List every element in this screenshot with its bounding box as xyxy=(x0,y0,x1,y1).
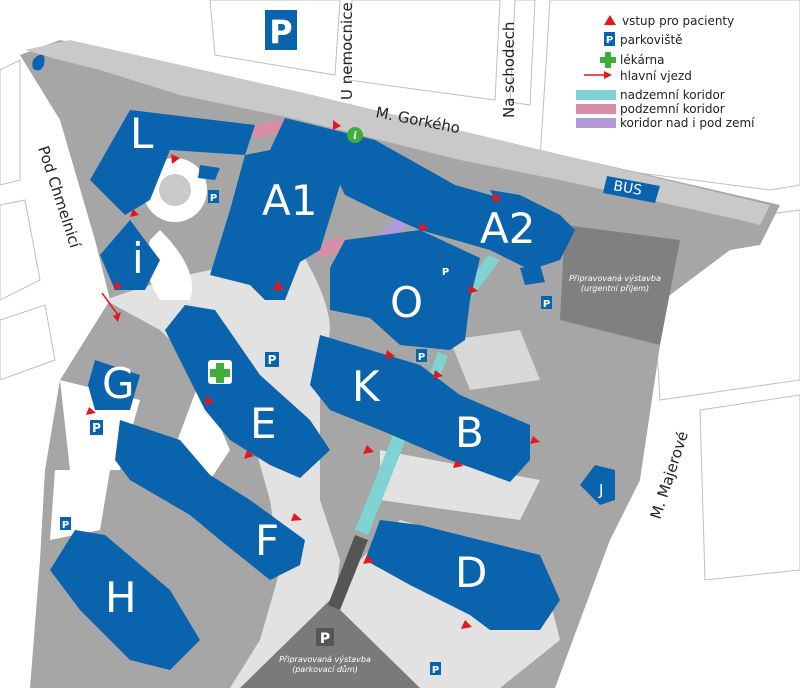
legend-corridor-both: koridor nad i pod zemí xyxy=(620,116,755,130)
above-corridor-B-D xyxy=(355,430,408,535)
building-G xyxy=(88,360,140,410)
svg-text:P: P xyxy=(442,267,449,278)
legend-entrance: vstup pro pacienty xyxy=(622,14,734,28)
buildings xyxy=(50,110,615,670)
parking-sign-planned: P xyxy=(316,628,334,647)
bus-sign: BUS xyxy=(603,176,660,203)
parking-sign: P xyxy=(208,190,219,204)
planned-urgent-line1: Připravovaná výstavba xyxy=(569,274,661,283)
legend-corridor-above-swatch xyxy=(576,90,616,100)
legend-pharmacy-icon xyxy=(600,52,616,68)
parking-sign: P xyxy=(416,349,427,363)
street-u-nemocnice: U nemocnice xyxy=(338,2,356,100)
parking-sign-large: P xyxy=(265,10,297,51)
svg-text:BUS: BUS xyxy=(612,178,643,199)
label-G: G xyxy=(102,359,135,408)
pharmacy-icon xyxy=(208,360,232,384)
legend-corridor-above: nadzemní koridor xyxy=(620,88,725,102)
svg-text:P: P xyxy=(432,665,439,676)
building-J xyxy=(580,465,615,505)
entrances xyxy=(86,120,540,629)
svg-text:P: P xyxy=(62,520,69,531)
svg-text:P: P xyxy=(320,631,330,647)
building-H xyxy=(50,530,200,670)
main-entry-arrow xyxy=(101,292,121,322)
svg-text:P: P xyxy=(606,35,613,46)
label-B: B xyxy=(455,408,484,457)
building-small-A2 xyxy=(520,265,545,285)
legend-corridor-below: podzemní koridor xyxy=(620,102,725,116)
building-i xyxy=(100,220,160,290)
legend-parking-icon: P xyxy=(604,32,615,46)
legend-pharmacy: lékárna xyxy=(620,53,665,67)
building-O xyxy=(330,230,480,350)
building-F xyxy=(115,420,305,580)
parking-signs: P P P P P P P P P xyxy=(60,10,552,676)
label-H: H xyxy=(105,573,137,622)
building-labels: L A1 A2 i O K G E B F J D H xyxy=(102,109,603,622)
svg-text:P: P xyxy=(269,13,292,51)
building-small-L xyxy=(198,165,220,180)
parking-sign: P xyxy=(265,352,279,367)
building-A2-tip xyxy=(490,190,560,225)
above-corridor-O-K xyxy=(428,352,448,382)
street-na-schodech: Na schodech xyxy=(500,22,518,118)
svg-text:P: P xyxy=(418,352,425,363)
underground-corridor-A1-O xyxy=(315,236,350,258)
info-icon: i xyxy=(347,127,363,143)
planned-urgent-line2: (urgentní příjem) xyxy=(581,284,649,293)
parking-sign: P xyxy=(440,264,451,278)
label-A2: A2 xyxy=(480,204,535,253)
parking-sign: P xyxy=(541,296,552,310)
legend-entrance-icon xyxy=(604,15,616,25)
legend: vstup pro pacienty P parkoviště lékárna … xyxy=(576,14,755,130)
svg-text:P: P xyxy=(210,193,217,204)
parking-sign: P xyxy=(90,420,103,435)
svg-text:P: P xyxy=(268,353,277,367)
label-L: L xyxy=(130,109,154,158)
svg-text:P: P xyxy=(92,421,101,435)
label-i: i xyxy=(132,234,144,283)
planned-urgent-area: Připravovaná výstavba (urgentní příjem) xyxy=(560,225,680,345)
svg-text:P: P xyxy=(543,299,550,310)
building-A1-east xyxy=(340,140,575,270)
building-K xyxy=(310,335,530,482)
label-K: K xyxy=(352,362,381,411)
parking-sign: P xyxy=(60,517,71,531)
legend-corridor-below-swatch xyxy=(576,104,616,114)
label-O: O xyxy=(390,278,423,327)
label-F: F xyxy=(255,516,279,565)
building-D xyxy=(365,520,560,630)
planned-parking-area: P Připravovaná výstavba (parkovací dům) xyxy=(240,600,420,688)
label-E: E xyxy=(250,399,277,448)
planned-parking-line2: (parkovací dům) xyxy=(292,664,358,674)
label-A1: A1 xyxy=(262,176,317,225)
building-A1 xyxy=(210,118,375,300)
water-drop-icon xyxy=(32,54,45,71)
building-L xyxy=(90,110,255,215)
svg-text:i: i xyxy=(353,131,357,142)
label-D: D xyxy=(455,548,487,597)
legend-main-entry: hlavní vjezd xyxy=(620,69,692,83)
legend-corridor-both-swatch xyxy=(576,118,616,128)
legend-parking: parkoviště xyxy=(620,33,683,47)
parking-sign: P xyxy=(430,662,441,676)
building-E xyxy=(165,305,330,478)
label-J: J xyxy=(598,481,603,499)
street-m-majerove: M. Majerové xyxy=(647,429,692,521)
planned-parking-line1: Připravovaná výstavba xyxy=(279,655,371,664)
